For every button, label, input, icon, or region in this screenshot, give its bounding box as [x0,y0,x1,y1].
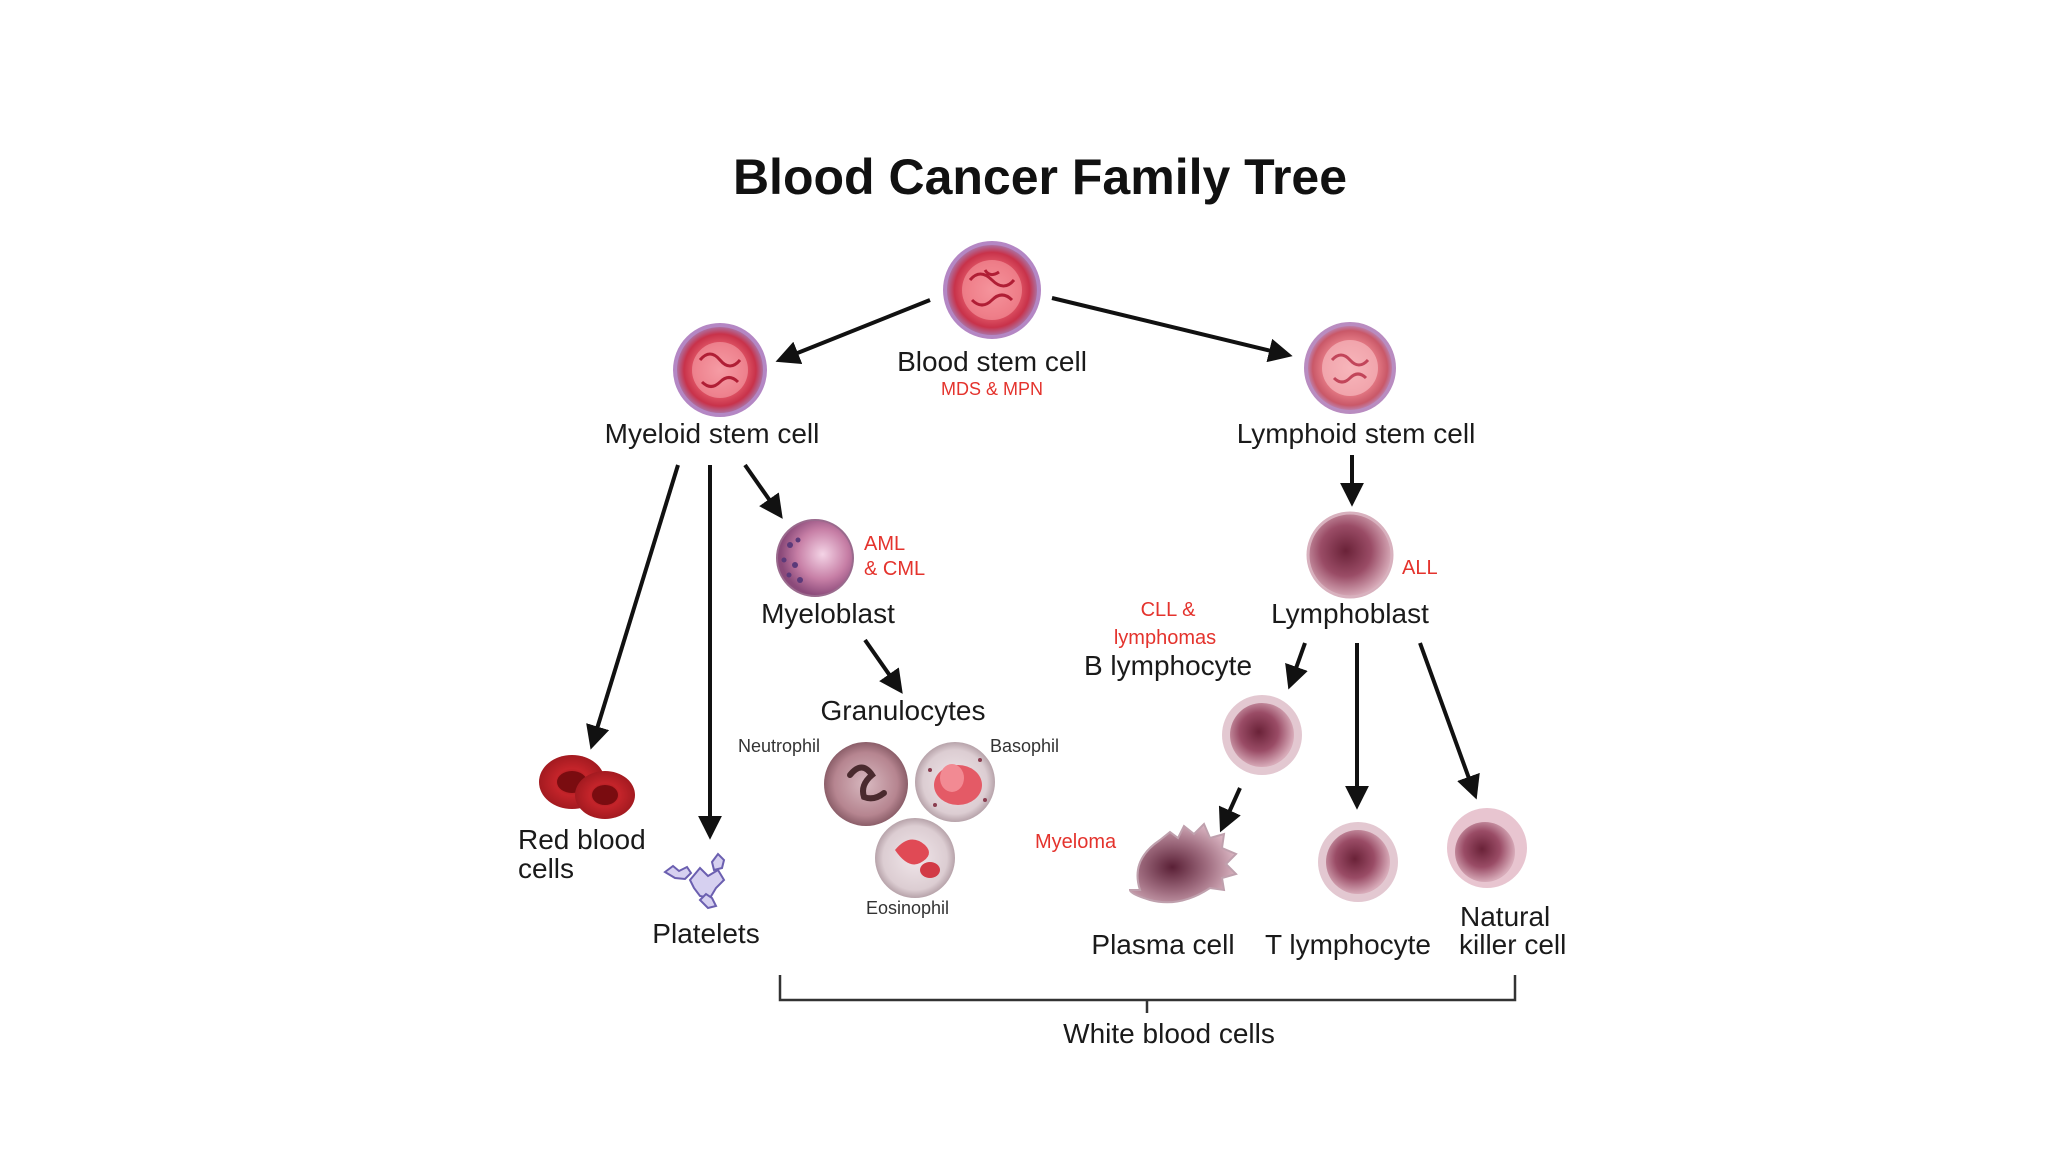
arrow-lymphoblast-to-b [1285,642,1308,690]
plasma-cell-disease: Myeloma [1035,831,1117,853]
myeloblast-disease-cml: & CML [864,558,926,580]
lymphoblast-label: Lymphoblast [1271,598,1429,629]
blood-stem-cell-icon [943,241,1041,339]
myeloblast-disease-aml: AML [864,533,906,555]
lymphoblast-icon [1306,511,1394,599]
platelets-icon [663,852,726,910]
red-blood-cells-icon [539,755,635,819]
natural-killer-cell-icon [1447,808,1527,888]
b-lymphocyte-label: B lymphocyte [1083,650,1253,681]
t-lymphocyte-icon [1318,822,1398,902]
lymphoblast-disease: ALL [1402,557,1438,579]
arrow-lymphoblast-to-nk [1418,642,1480,800]
eosinophil-icon [875,818,955,898]
blood-stem-cell-label: Blood stem cell [897,346,1087,377]
arrows [586,296,1480,840]
myeloid-stem-cell-icon [673,323,767,417]
lymphoid-stem-cell-icon [1304,322,1396,414]
basophil-label: Basophil [990,736,1060,756]
plasma-cell-label: Plasma cell [1091,929,1235,960]
diagram-title: Blood Cancer Family Tree [732,149,1348,205]
arrow-b-to-plasma [1218,787,1242,833]
arrow-myeloid-to-rbc [586,464,680,750]
arrow-myeloblast-to-granulocytes [863,638,903,694]
myeloblast-icon [776,519,854,597]
white-blood-cells-bracket [778,975,1517,1013]
myeloblast-label: Myeloblast [761,598,895,629]
plasma-cell-icon [1128,822,1238,904]
red-blood-cells-label-line1: Red blood [518,824,646,855]
blood-stem-cell-disease: MDS & MPN [940,379,1044,399]
natural-killer-cell-label-line2: killer cell [1459,929,1567,960]
granulocytes-label: Granulocytes [820,695,986,726]
arrow-stem-to-myeloid [775,298,931,365]
arrow-myeloid-to-myeloblast [743,463,783,519]
neutrophil-label: Neutrophil [738,736,821,756]
lymphoid-stem-cell-label: Lymphoid stem cell [1236,418,1476,449]
arrow-stem-to-lymphoid [1051,296,1293,363]
basophil-icon [915,742,995,822]
myeloid-stem-cell-label: Myeloid stem cell [604,418,820,449]
red-blood-cells-label-line2: cells [518,853,575,884]
t-lymphocyte-label: T lymphocyte [1265,929,1431,960]
natural-killer-cell-label-line1: Natural [1460,901,1551,932]
white-blood-cells-label: White blood cells [1063,1018,1275,1049]
neutrophil-icon [824,742,908,826]
b-lymphocyte-disease-cll: CLL & [1140,599,1196,621]
b-lymphocyte-icon [1222,695,1302,775]
eosinophil-label: Eosinophil [866,898,950,918]
b-lymphocyte-disease-lymphomas: lymphomas [1113,627,1217,649]
platelets-label: Platelets [652,918,760,949]
